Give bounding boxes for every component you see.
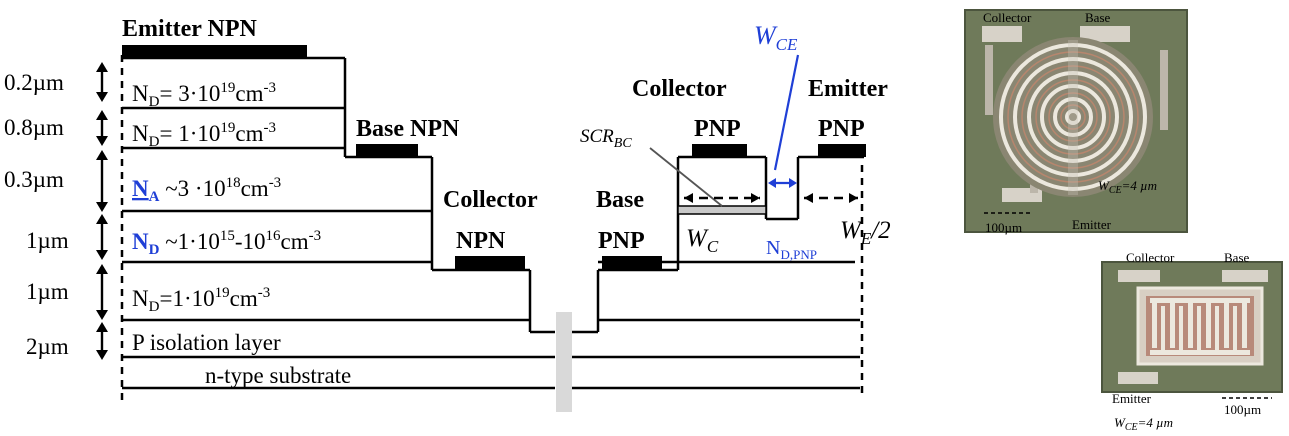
photo-bottom-emitter-label: Emitter bbox=[1112, 391, 1152, 406]
wc-label: WC bbox=[686, 225, 719, 256]
collector-pnp-label-2: PNP bbox=[694, 116, 741, 142]
photo-bottom-base-label: Base bbox=[1224, 250, 1250, 265]
we-label: WE/2 bbox=[840, 217, 891, 248]
photo-top-base-label: Base bbox=[1085, 10, 1111, 25]
interdigitated-fingers bbox=[1150, 298, 1250, 355]
scr-band bbox=[677, 205, 767, 215]
photo-bottom bbox=[1101, 261, 1283, 393]
emitter-pnp-contact bbox=[818, 144, 866, 157]
base-npn-contact bbox=[356, 144, 418, 157]
emitter-npn-contact bbox=[122, 45, 307, 58]
isolation-gap bbox=[556, 312, 572, 412]
scr-pointer bbox=[649, 147, 723, 207]
collector-doping-label: ND ~1·1015-1016cm-3 bbox=[132, 228, 321, 258]
thickness-label: 0.2µm bbox=[4, 70, 64, 95]
emitter-doping2-label: ND= 1·1019cm-3 bbox=[132, 120, 276, 150]
thickness-label: 0.3µm bbox=[4, 167, 64, 192]
emitter-pnp-label-2: PNP bbox=[818, 116, 865, 142]
photo-top-wce-label: WCE=4 µm bbox=[1098, 178, 1157, 196]
base-pnp-contact bbox=[602, 256, 662, 270]
thickness-label: 0.8µm bbox=[4, 115, 64, 140]
scr-label: SCRBC bbox=[580, 126, 632, 151]
wce-arrow bbox=[770, 54, 800, 185]
base-pnp-label-2: PNP bbox=[598, 228, 645, 254]
thickness-label: 2µm bbox=[26, 334, 69, 359]
thickness-label: 1µm bbox=[26, 279, 69, 304]
isolation-label: P isolation layer bbox=[132, 330, 281, 355]
collector-npn-contact bbox=[455, 256, 525, 270]
photo-bottom-wce-label: WCE=4 µm bbox=[1114, 415, 1173, 433]
photo-bottom-scale-label: 100µm bbox=[1224, 402, 1261, 417]
emitter-pnp-label-1: Emitter bbox=[808, 76, 888, 102]
photo-top bbox=[964, 9, 1188, 233]
photo-top-collector-label: Collector bbox=[983, 10, 1032, 25]
emitter-npn-label: Emitter NPN bbox=[122, 16, 258, 42]
collector-npn-label-2: NPN bbox=[456, 228, 506, 254]
base-npn-label: Base NPN bbox=[356, 116, 460, 142]
nd-pnp-label: ND,PNP bbox=[766, 237, 817, 262]
collector-pnp-label-1: Collector bbox=[632, 76, 727, 102]
buried-doping-label: ND=1·1019cm-3 bbox=[132, 285, 270, 315]
photo-top-scale-label: 100µm bbox=[985, 220, 1022, 235]
wce-label: WCE bbox=[754, 21, 798, 54]
photo-top-emitter-label: Emitter bbox=[1072, 217, 1112, 232]
collector-npn-label-1: Collector bbox=[443, 187, 538, 213]
thickness-arrows bbox=[96, 62, 108, 360]
collector-pnp-contact bbox=[692, 144, 747, 157]
thickness-label: 1µm bbox=[26, 228, 69, 253]
substrate-label: n-type substrate bbox=[205, 363, 351, 388]
photo-bottom-collector-label: Collector bbox=[1126, 250, 1175, 265]
base-pnp-label-1: Base bbox=[596, 187, 644, 213]
concentric-rings bbox=[999, 43, 1147, 191]
base-doping-label: NA ~3 ·1018cm-3 bbox=[132, 175, 281, 205]
metal-contacts bbox=[122, 45, 866, 270]
emitter-doping-label: ND= 3·1019cm-3 bbox=[132, 80, 276, 110]
